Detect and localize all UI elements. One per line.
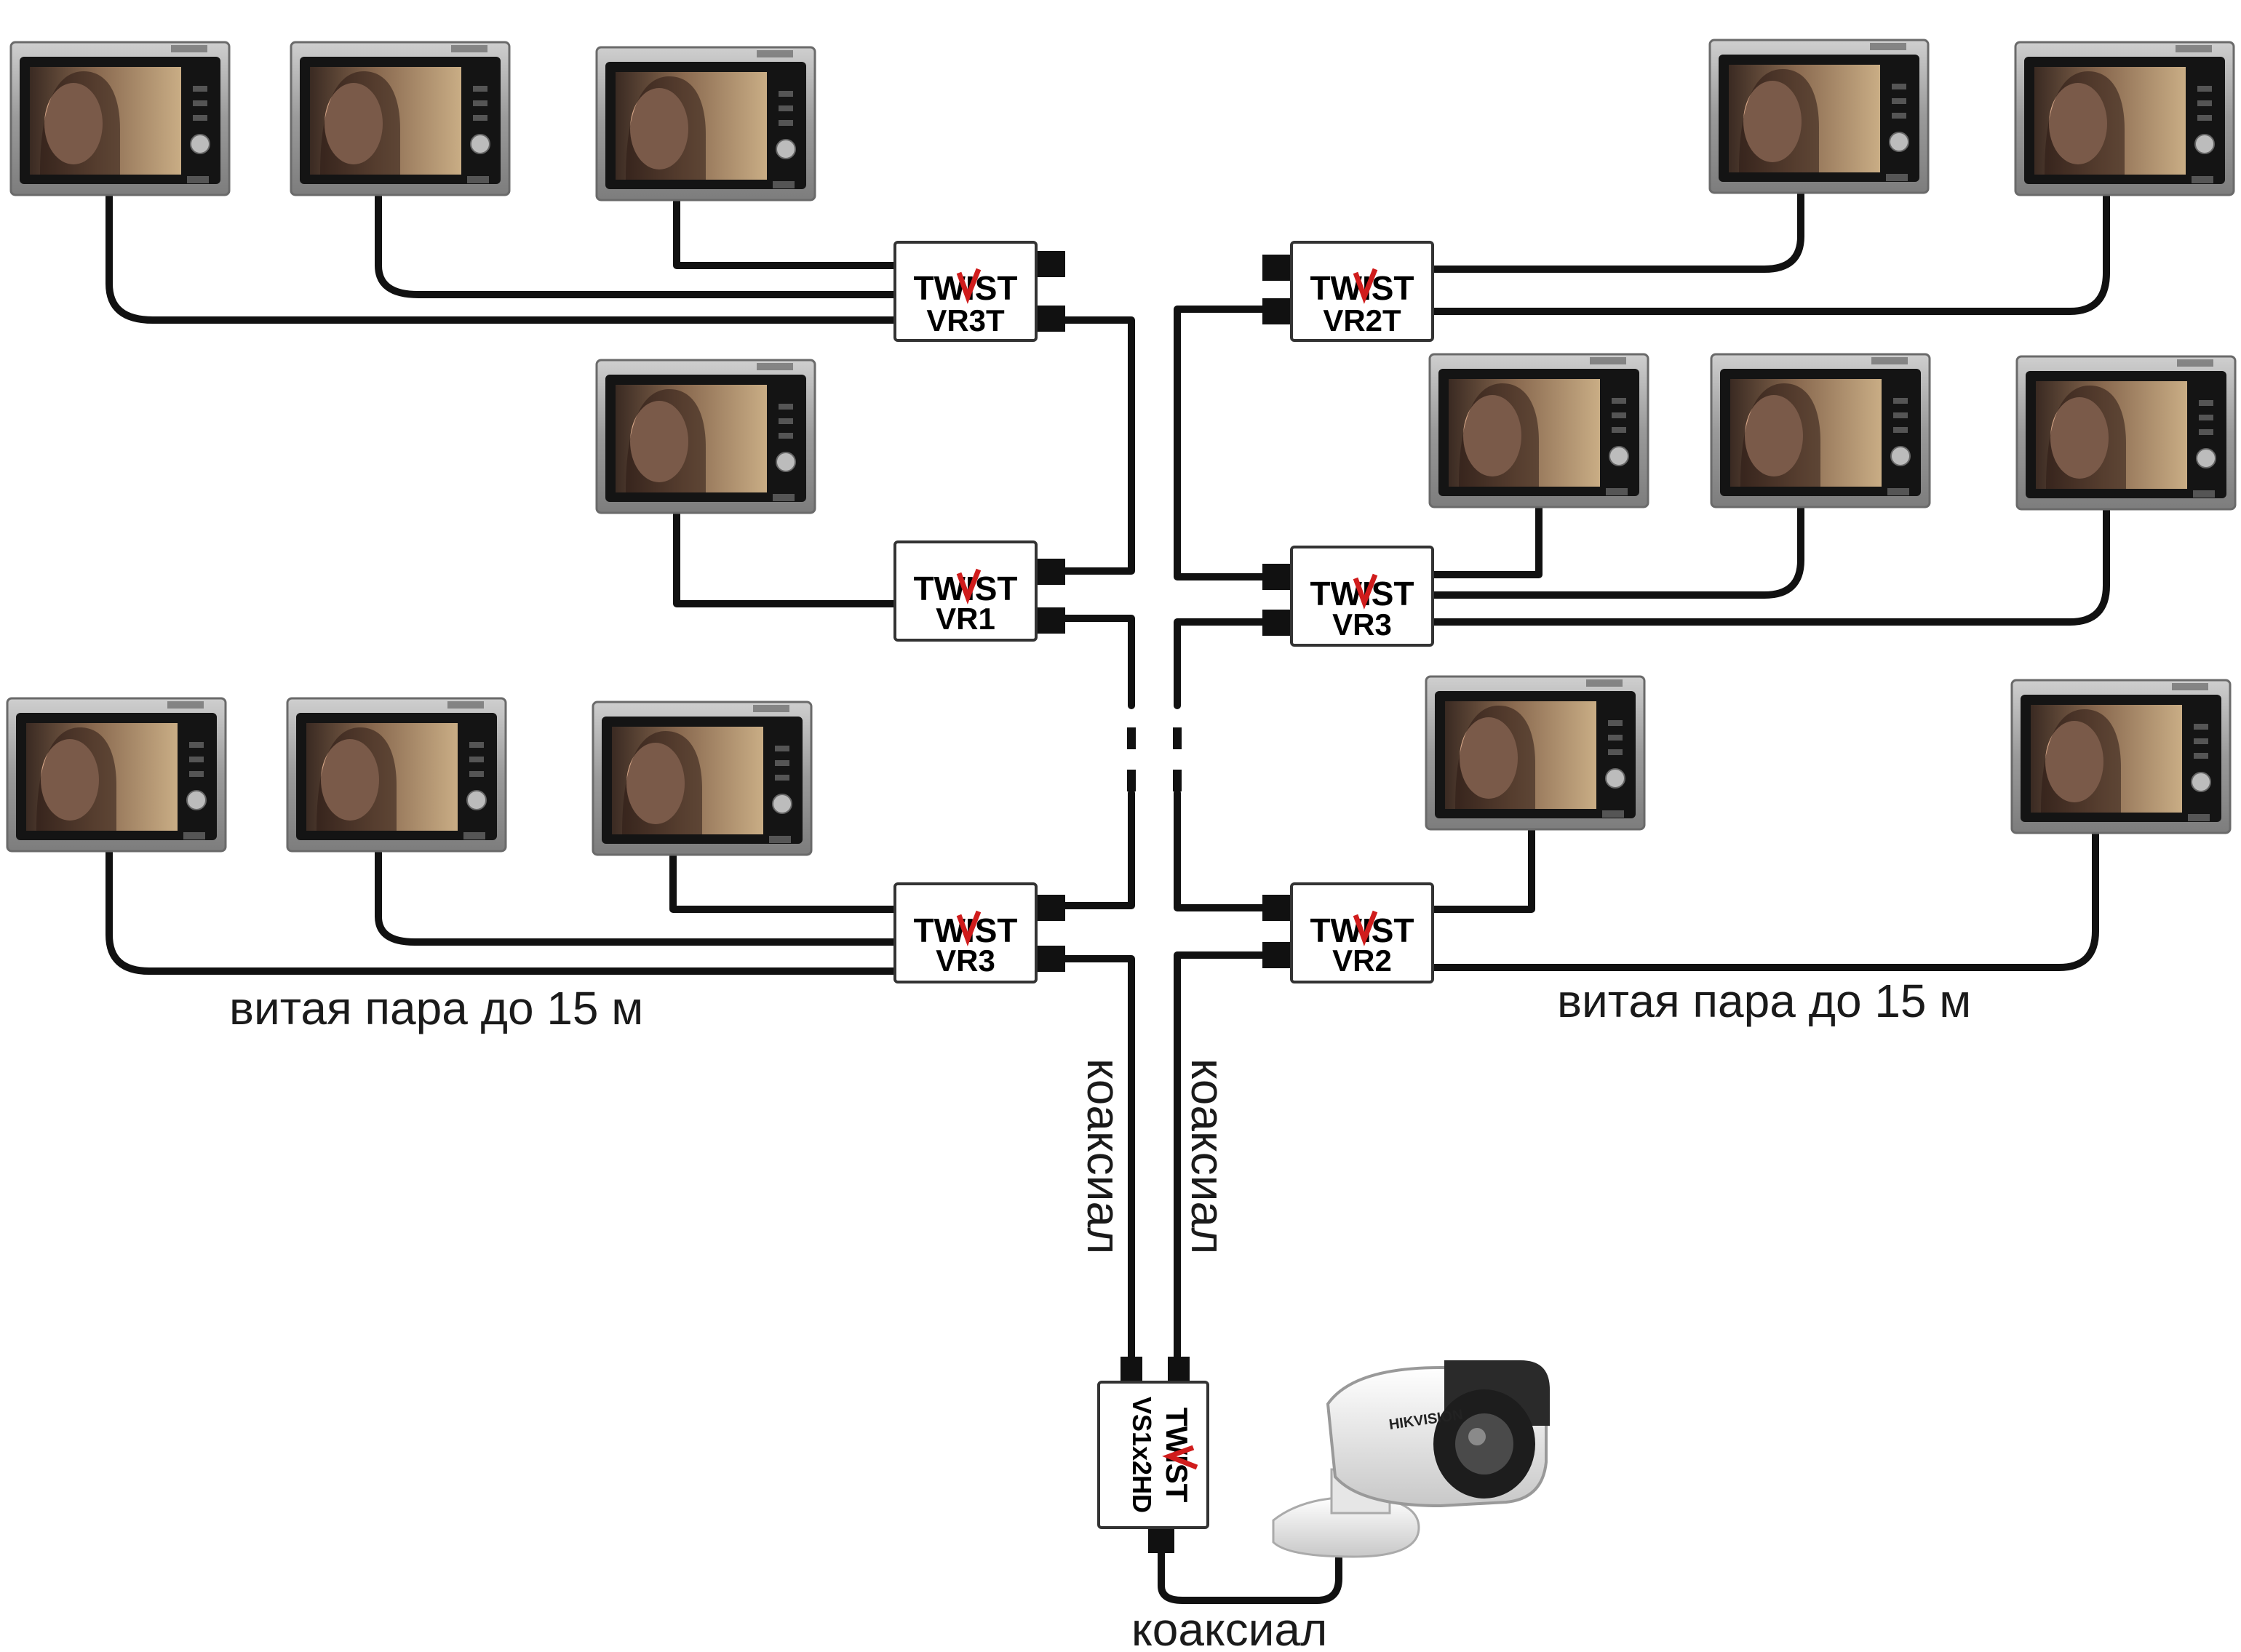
cable-vr3t-2 <box>375 189 900 298</box>
trunk-right-bottom <box>1174 789 1268 911</box>
receiver-vr3-right: TWIST VR3 <box>1262 546 1434 647</box>
cable-vr2t-2 <box>1428 189 2110 315</box>
cable-vr1-1 <box>673 509 900 607</box>
trunk-left-mid <box>1060 615 1135 709</box>
receiver-model: VR3 <box>936 943 995 978</box>
monitor-icon <box>595 46 816 201</box>
cable-vr3t-1 <box>106 189 900 324</box>
receiver-model: VR3 <box>1332 607 1392 642</box>
receiver-vr2: TWIST VR2 <box>1262 882 1434 983</box>
receiver-vr1: TWIST VR1 <box>893 540 1065 642</box>
receiver-vr2t: TWIST VR2T <box>1262 241 1434 342</box>
monitor-icon <box>592 701 813 856</box>
cable-vr3t-3 <box>673 193 900 269</box>
continuation-dots <box>1127 727 1182 791</box>
camera-icon: HIKVISION <box>1272 1360 1550 1558</box>
monitor-icon <box>1710 353 1931 508</box>
trunk-left-top <box>1059 316 1135 575</box>
cable-vr2-2 <box>1428 829 2099 971</box>
cable-camera-coax <box>1158 1539 1342 1604</box>
trunk-left-coax <box>1060 955 1135 1364</box>
monitor-icon <box>595 359 816 514</box>
receiver-model: VR1 <box>936 602 995 636</box>
label-coax-left: коаксиал <box>1078 1058 1130 1254</box>
monitor-icon <box>6 697 227 853</box>
cable-vr2t-1 <box>1428 189 1804 273</box>
monitor-icon <box>2015 355 2237 511</box>
monitor-icon <box>2014 41 2235 196</box>
receiver-vr3t: TWIST VR3T <box>893 241 1065 342</box>
trunk-left-bottom <box>1060 789 1135 909</box>
label-coax-right: коаксиал <box>1182 1058 1234 1254</box>
cable-vr3l-1 <box>106 847 900 975</box>
label-coax-bottom: коаксиал <box>1131 1603 1327 1652</box>
trunk-right-coax <box>1174 951 1268 1364</box>
monitor-icon <box>1428 353 1649 508</box>
receiver-model: VR2 <box>1332 943 1392 978</box>
monitor-icon <box>1708 39 1930 194</box>
monitor-icon <box>286 697 507 853</box>
cable-vr3l-3 <box>669 851 900 913</box>
label-twisted-pair-right: витая пара до 15 м <box>1557 975 1971 1027</box>
cable-vr3r-1 <box>1428 502 1543 578</box>
cable-vr2-1 <box>1428 826 1535 913</box>
receiver-vr3-left: TWIST VR3 <box>893 882 1065 983</box>
cable-vr3l-2 <box>375 847 900 946</box>
trunk-right-top <box>1174 306 1270 580</box>
splitter-vs1x2hd: TWIST VS1x2HD <box>1097 1357 1209 1553</box>
receiver-model: VR3T <box>926 303 1005 338</box>
monitor-icon <box>1425 675 1646 831</box>
monitor-icon <box>290 41 511 196</box>
monitor-icon <box>2010 679 2232 834</box>
trunk-right-mid <box>1174 618 1268 709</box>
receiver-model: VR2T <box>1323 303 1401 338</box>
monitor-icon <box>9 41 231 196</box>
cable-vr3r-2 <box>1428 502 1804 599</box>
cable-vr3r-3 <box>1428 506 2110 626</box>
label-twisted-pair-left: витая пара до 15 м <box>229 982 643 1034</box>
splitter-model: VS1x2HD <box>1127 1397 1157 1513</box>
